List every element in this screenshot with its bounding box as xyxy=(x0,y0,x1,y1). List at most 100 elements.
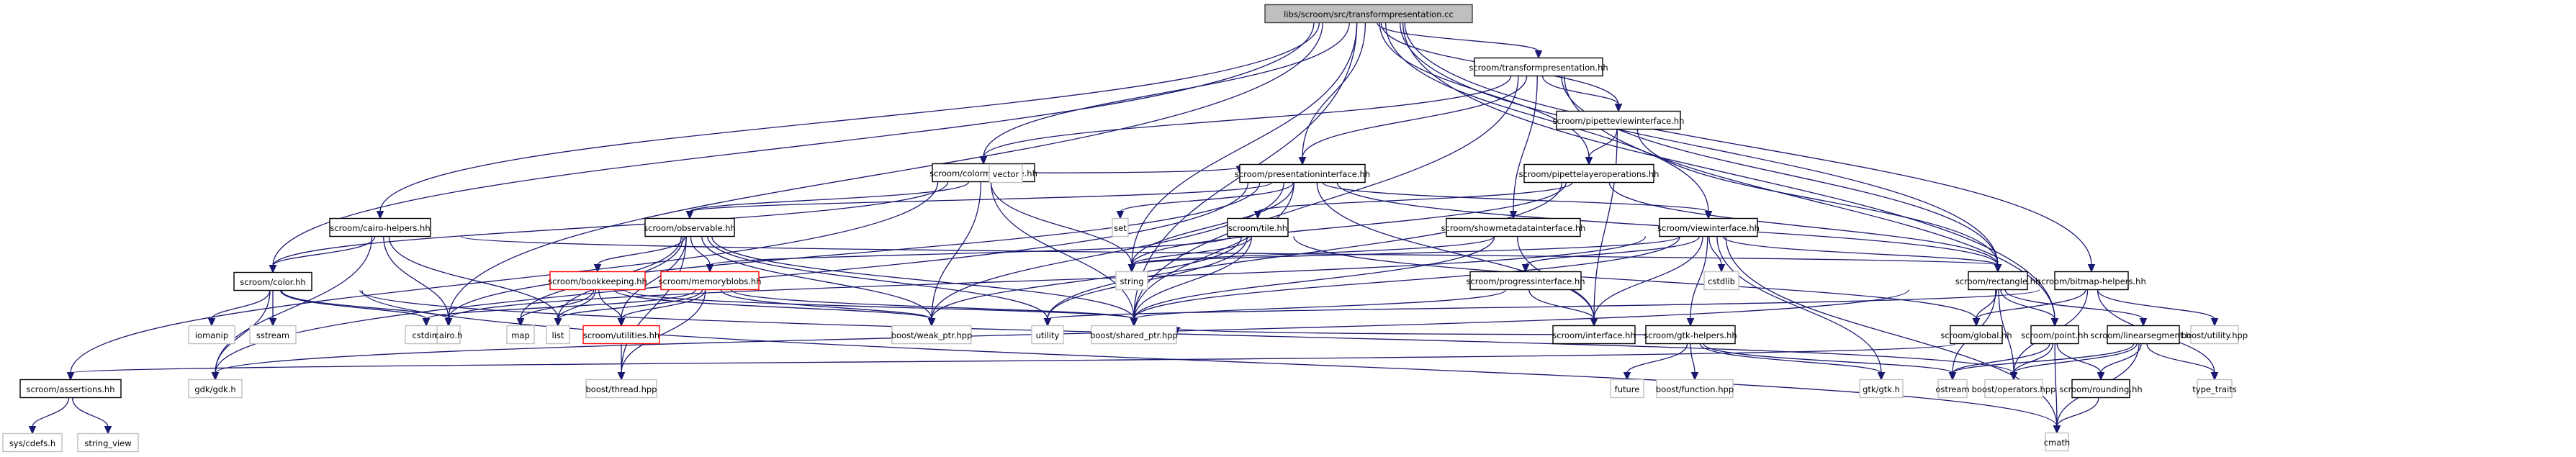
node-observable[interactable]: scroom/observable.hh xyxy=(644,217,736,237)
arrowhead-icon xyxy=(2139,318,2148,327)
node-showmetadatainterface[interactable]: scroom/showmetadatainterface.hh xyxy=(1441,217,1586,237)
node-rectangle[interactable]: scroom/rectangle.hh xyxy=(1955,271,2040,291)
include-edge xyxy=(1400,22,1999,266)
include-edge xyxy=(70,343,1956,374)
include-edge xyxy=(361,290,2058,427)
include-edge xyxy=(983,22,1350,158)
node-color[interactable]: scroom/color.hh xyxy=(233,271,312,291)
include-edge xyxy=(613,289,932,320)
arrowhead-icon xyxy=(269,318,277,327)
arrowhead-icon xyxy=(2050,318,2059,327)
include-edge xyxy=(621,289,706,320)
node-point[interactable]: scroom/point.hh xyxy=(2021,325,2089,345)
node-assertions[interactable]: scroom/assertions.hh xyxy=(19,379,122,399)
node-label: cmath xyxy=(2044,438,2070,448)
node-label: scroom/bitmap-helpers.hh xyxy=(2037,276,2146,286)
include-edge xyxy=(1976,289,1998,320)
arrowhead-icon xyxy=(1127,264,1136,273)
arrowhead-icon xyxy=(1972,318,1981,327)
include-edge xyxy=(1293,236,1977,320)
include-edge xyxy=(1593,129,1618,320)
arrowhead-icon xyxy=(2053,425,2061,434)
node-interface[interactable]: scroom/interface.hh xyxy=(1552,325,1636,345)
arrowhead-icon xyxy=(104,426,112,435)
node-future: future xyxy=(1610,379,1644,399)
node-label: vector xyxy=(993,169,1019,179)
node-label: boost/shared_ptr.hpp xyxy=(1090,330,1178,340)
node-label: scroom/global.hh xyxy=(1940,330,2012,340)
include-edge xyxy=(1608,182,1999,266)
node-label: scroom/rounding.hh xyxy=(2059,384,2142,394)
node-label: type_traits xyxy=(2192,384,2236,394)
arrowhead-icon xyxy=(1043,318,1052,327)
node-box xyxy=(436,325,461,345)
include-edge xyxy=(1384,22,1709,212)
node-rounding[interactable]: scroom/rounding.hh xyxy=(2059,379,2143,399)
include-edge xyxy=(1404,22,2092,266)
include-edge xyxy=(425,289,696,320)
node-presentationinterface[interactable]: scroom/presentationinterface.hh xyxy=(1235,163,1370,184)
arrowhead-icon xyxy=(1585,157,1593,166)
include-edge xyxy=(448,22,1323,320)
include-edge xyxy=(597,236,686,266)
node-thread: boost/thread.hpp xyxy=(585,379,657,399)
node-cairo-helpers[interactable]: scroom/cairo-helpers.hh xyxy=(329,217,431,237)
arrowhead-icon xyxy=(422,318,431,327)
include-edge xyxy=(2013,343,2138,374)
include-edge xyxy=(1120,182,1294,213)
node-map: map xyxy=(506,325,535,345)
include-edge xyxy=(621,236,687,374)
include-edge xyxy=(2146,343,2215,374)
node-root[interactable]: libs/scroom/src/transformpresentation.cc xyxy=(1264,4,1473,24)
node-ostream: ostream xyxy=(1935,379,1970,399)
node-memoryblobs[interactable]: scroom/memoryblobs.hh xyxy=(658,271,762,291)
node-gtk-helpers[interactable]: scroom/gtk-helpers.hh xyxy=(1644,325,1737,345)
include-edge xyxy=(448,236,1647,320)
arrowhead-icon xyxy=(1116,211,1125,220)
node-label: ostream xyxy=(1935,384,1969,394)
node-box xyxy=(1523,163,1654,184)
node-utilities[interactable]: scroom/utilities.hh xyxy=(582,325,660,345)
node-box xyxy=(1227,217,1289,237)
node-box xyxy=(1968,271,2028,291)
node-box xyxy=(1950,325,2003,345)
node-progressinterface[interactable]: scroom/progressinterface.hh xyxy=(1466,271,1585,291)
node-pipettelayeroperations[interactable]: scroom/pipettelayeroperations.hh xyxy=(1519,163,1659,184)
include-edge xyxy=(2056,397,2099,427)
node-box xyxy=(1446,217,1581,237)
node-label: scroom/interface.hh xyxy=(1552,330,1635,340)
node-box xyxy=(2071,379,2130,399)
node-label: boost/utility.hpp xyxy=(2181,330,2248,340)
node-bookkeeping[interactable]: scroom/bookkeeping.hh xyxy=(548,271,647,291)
arrowhead-icon xyxy=(2009,372,2018,381)
node-tile[interactable]: scroom/tile.hh xyxy=(1227,217,1289,237)
node-pipetteviewinterface[interactable]: scroom/pipetteviewinterface.hh xyxy=(1553,110,1685,130)
node-box xyxy=(1610,379,1644,399)
include-edge xyxy=(557,289,703,320)
node-label: boost/weak_ptr.hpp xyxy=(891,330,973,340)
include-edge xyxy=(707,236,1048,320)
node-global[interactable]: scroom/global.hh xyxy=(1940,325,2012,345)
node-label: scroom/bookkeeping.hh xyxy=(548,276,647,286)
include-edge xyxy=(1047,289,2040,320)
node-gtk: gtk/gtk.h xyxy=(1859,379,1904,399)
node-set: set xyxy=(1112,217,1129,237)
node-viewinterface[interactable]: scroom/viewinterface.hh xyxy=(1657,217,1760,237)
node-label: gdk/gdk.h xyxy=(194,384,235,394)
arrowhead-icon xyxy=(979,156,988,165)
node-label: scroom/linearsegment.hh xyxy=(2090,330,2196,340)
node-label: scroom/assertions.hh xyxy=(26,384,114,394)
node-box xyxy=(549,271,646,291)
node-label: future xyxy=(1615,384,1640,394)
node-box xyxy=(1937,379,1968,399)
node-bitmap-helpers[interactable]: scroom/bitmap-helpers.hh xyxy=(2037,271,2146,291)
node-label: scroom/utilities.hh xyxy=(583,330,659,340)
node-transformpresentation-hh[interactable]: scroom/transformpresentation.hh xyxy=(1469,57,1608,77)
include-edge xyxy=(931,181,982,320)
edges-layer xyxy=(28,22,2219,435)
node-label: scroom/observable.hh xyxy=(644,223,736,233)
arrowhead-icon xyxy=(376,211,384,220)
node-label: string xyxy=(1120,276,1143,286)
node-box xyxy=(644,217,735,237)
node-linearsegment[interactable]: scroom/linearsegment.hh xyxy=(2090,325,2197,345)
